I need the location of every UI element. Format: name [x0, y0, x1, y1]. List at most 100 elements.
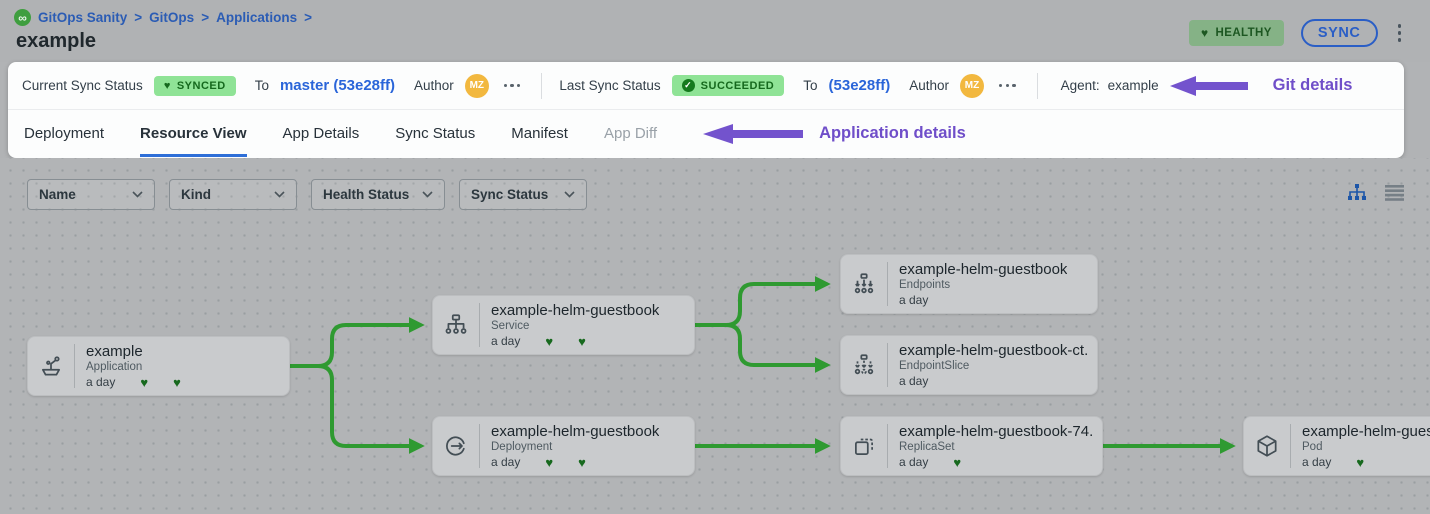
node-endpoints[interactable]: example-helm-guestbook Endpoints a day — [840, 254, 1098, 314]
annotation-arrow-left-icon — [703, 122, 803, 146]
git-details-annotation: Git details — [1273, 76, 1353, 95]
tab-sync-status[interactable]: Sync Status — [395, 110, 475, 157]
breadcrumb-separator: > — [201, 10, 209, 25]
filter-kind-dropdown[interactable]: Kind — [169, 179, 297, 210]
synced-badge: ♥ SYNCED — [154, 76, 236, 96]
node-endpointslice[interactable]: example-helm-guestbook-ct... EndpointSli… — [840, 335, 1098, 395]
endpointslice-icon — [841, 352, 887, 378]
breadcrumb: ∞ GitOps Sanity > GitOps > Applications … — [14, 9, 312, 26]
breadcrumb-separator: > — [304, 10, 312, 25]
divider — [1037, 73, 1038, 99]
node-kind: Pod — [1302, 441, 1430, 453]
node-kind: Application — [86, 361, 181, 373]
heart-icon: ♥ — [953, 456, 961, 469]
node-pod[interactable]: example-helm-guest Pod a day ♥ — [1243, 416, 1430, 476]
heart-icon: ♥ — [578, 335, 586, 348]
node-title: example-helm-guestbook — [491, 302, 659, 319]
annotation-arrow-left-icon — [1170, 74, 1248, 98]
succeeded-badge: ✓ SUCCEEDED — [672, 75, 785, 96]
node-title: example-helm-guestbook — [491, 423, 659, 440]
chevron-down-icon — [422, 191, 433, 198]
node-service[interactable]: example-helm-guestbook Service a day ♥ ♥ — [432, 295, 695, 355]
agent-label: Agent: — [1061, 78, 1100, 93]
filter-bar: Name Kind Health Status Sync Status — [27, 179, 587, 210]
service-icon — [433, 312, 479, 338]
gitops-logo-icon: ∞ — [14, 9, 31, 26]
health-status-badge: ♥ HEALTHY — [1189, 20, 1284, 46]
resource-tree-canvas: Name Kind Health Status Sync Status — [0, 158, 1430, 514]
node-kind: Endpoints — [899, 279, 1067, 291]
tab-app-details[interactable]: App Details — [283, 110, 360, 157]
current-sync-status-label: Current Sync Status — [22, 78, 143, 93]
top-header: ∞ GitOps Sanity > GitOps > Applications … — [0, 0, 1430, 62]
author-label: Author — [414, 78, 454, 93]
deployment-icon — [433, 433, 479, 459]
divider — [541, 73, 542, 99]
node-kind: ReplicaSet — [899, 441, 1092, 453]
node-kind: Service — [491, 320, 659, 332]
filter-health-status-label: Health Status — [323, 187, 409, 202]
node-age: a day — [491, 334, 520, 348]
author-label: Author — [909, 78, 949, 93]
heart-icon: ♥ — [140, 376, 148, 389]
application-details-annotation: Application details — [819, 124, 966, 143]
tab-resource-view[interactable]: Resource View — [140, 110, 246, 157]
tree-view-icon[interactable] — [1347, 184, 1367, 202]
breadcrumb-link-applications[interactable]: Applications — [216, 10, 297, 25]
chevron-down-icon — [564, 191, 575, 198]
application-icon — [28, 353, 74, 379]
node-age: a day — [899, 374, 928, 388]
node-replicaset[interactable]: example-helm-guestbook-74... ReplicaSet … — [840, 416, 1103, 476]
health-badge-label: HEALTHY — [1216, 27, 1272, 39]
replicaset-icon — [841, 433, 887, 459]
tab-deployment[interactable]: Deployment — [24, 110, 104, 157]
sync-status-bar: Current Sync Status ♥ SYNCED To master (… — [8, 62, 1404, 110]
tab-manifest[interactable]: Manifest — [511, 110, 568, 157]
sync-button[interactable]: SYNC — [1301, 19, 1378, 47]
last-revision-link[interactable]: (53e28ff) — [829, 77, 891, 94]
node-title: example-helm-guestbook-ct... — [899, 342, 1087, 359]
synced-badge-label: SYNCED — [177, 80, 226, 92]
filter-sync-status-label: Sync Status — [471, 187, 548, 202]
node-age: a day — [899, 293, 928, 307]
chevron-down-icon — [274, 191, 285, 198]
endpoints-icon — [841, 271, 887, 297]
check-circle-icon: ✓ — [682, 79, 695, 92]
commit-details-ellipsis[interactable] — [995, 80, 1020, 91]
filter-health-status-dropdown[interactable]: Health Status — [311, 179, 445, 210]
heart-icon: ♥ — [545, 335, 553, 348]
list-view-icon[interactable] — [1385, 185, 1404, 201]
tab-app-diff[interactable]: App Diff — [604, 110, 657, 157]
node-title: example-helm-guestbook-74... — [899, 423, 1092, 440]
node-title: example — [86, 343, 181, 360]
application-tabs: Deployment Resource View App Details Syn… — [8, 110, 1404, 157]
filter-name-label: Name — [39, 187, 76, 202]
node-application-example[interactable]: example Application a day ♥ ♥ — [27, 336, 290, 396]
commit-details-ellipsis[interactable] — [500, 80, 525, 91]
node-title: example-helm-guestbook — [899, 261, 1067, 278]
chevron-down-icon — [132, 191, 143, 198]
author-avatar[interactable]: MZ — [465, 74, 489, 98]
view-toggles — [1347, 184, 1404, 202]
heart-icon: ♥ — [578, 456, 586, 469]
breadcrumb-link-gitops[interactable]: GitOps — [149, 10, 194, 25]
breadcrumb-separator: > — [134, 10, 142, 25]
node-kind: Deployment — [491, 441, 659, 453]
filter-kind-label: Kind — [181, 187, 211, 202]
node-age: a day — [491, 455, 520, 469]
filter-name-dropdown[interactable]: Name — [27, 179, 155, 210]
filter-sync-status-dropdown[interactable]: Sync Status — [459, 179, 587, 210]
more-actions-menu-icon[interactable] — [1395, 21, 1405, 45]
author-avatar[interactable]: MZ — [960, 74, 984, 98]
heart-icon: ♥ — [164, 80, 171, 92]
current-revision-link[interactable]: master (53e28ff) — [280, 77, 395, 94]
node-age: a day — [86, 375, 115, 389]
page-title: example — [16, 30, 96, 53]
node-age: a day — [899, 455, 928, 469]
breadcrumb-link-gitops-sanity[interactable]: GitOps Sanity — [38, 10, 127, 25]
heart-icon: ♥ — [1201, 26, 1209, 40]
last-sync-status-label: Last Sync Status — [559, 78, 660, 93]
node-deployment[interactable]: example-helm-guestbook Deployment a day … — [432, 416, 695, 476]
node-age: a day — [1302, 455, 1331, 469]
to-label: To — [255, 78, 269, 93]
